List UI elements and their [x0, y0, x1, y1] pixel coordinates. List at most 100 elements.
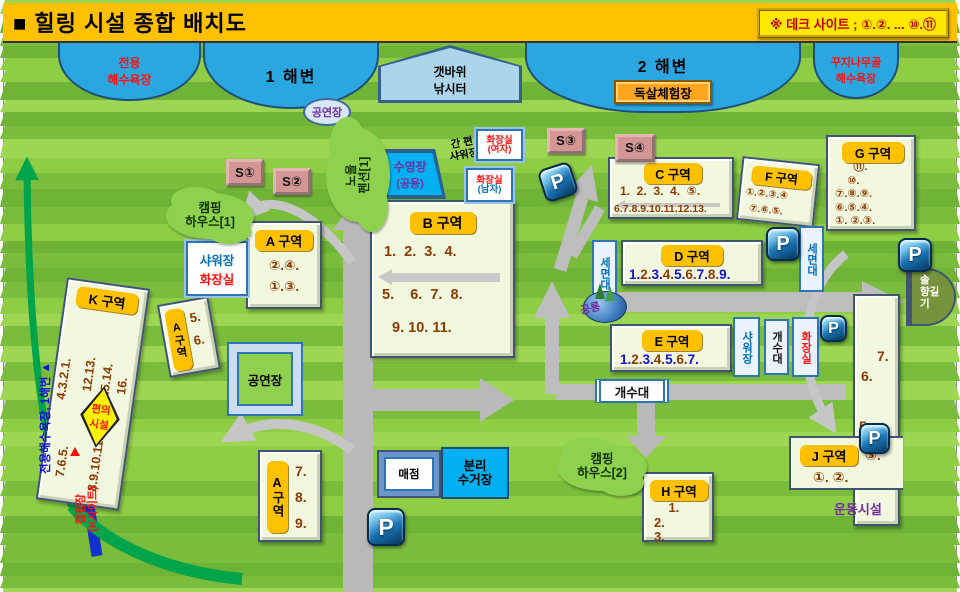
zone-g-row: ⑦.⑧.⑨. [835, 188, 873, 200]
beach-1-label: 1 해변 [265, 69, 317, 86]
private-beach-label: 전용 [118, 56, 141, 70]
washstand-right: 세면대 [799, 226, 824, 292]
camp-route-l1: 캠핑장 [75, 493, 87, 525]
zone-c-row: 6.7.8.9.10.11.12.13. [614, 203, 707, 215]
page-title: ■ 힐링 시설 종합 배치도 [13, 11, 247, 36]
convenience-facility: 편의 시설 [76, 384, 124, 451]
zone-f-row: ①.②.③.④ [745, 186, 789, 203]
zone-c-arrow-icon [616, 200, 625, 210]
store-box: 매점 [377, 450, 441, 498]
recycle-label2: 수거장 [457, 473, 493, 487]
site-marker-s4: S④ [615, 134, 655, 162]
kkuji-beach-label: 꾸지나무골 [830, 57, 882, 69]
pine-trail-label3: 기 [920, 298, 930, 311]
restroom-women: 화장실 (여자) [474, 127, 525, 163]
pine-trail: 솔 향길 기 [906, 268, 956, 326]
tree-icon [0, 112, 960, 126]
shower-vertical-label: 샤워장 [740, 330, 753, 364]
camping-house2-label: 캠핑 [590, 452, 614, 467]
zone-c-row: 1. 2. 3. 4. ⑤. [620, 184, 701, 198]
restroom-vertical-label: 화장실 [799, 330, 812, 364]
kkuji-beach-label2: 해수욕장 [835, 73, 877, 85]
doksal-experience: 독살체험장 [614, 80, 712, 104]
parking-icon: P [859, 423, 890, 454]
green-route-tail [67, 501, 243, 585]
zone-f-row: ⑦.⑥.⑤. [748, 203, 784, 218]
camping-house1-label2: 하우스[1] [185, 215, 235, 229]
shower-label: 샤워장 [199, 253, 235, 268]
zone-g-header: G 구역 [842, 142, 904, 163]
camping-house1-label: 캠핑 [198, 201, 222, 216]
stage-circle-label: 공연장 [311, 107, 343, 119]
arc-to-a-zone [240, 190, 356, 265]
pool-label2: (공용) [396, 177, 424, 190]
restroom-men: 화장실 (남자) [464, 166, 515, 204]
tree-icon [0, 563, 960, 576]
zone-a-header: A 구역 [255, 230, 313, 251]
road-v-stroke [567, 205, 605, 259]
zone-b-arrow-bar [392, 273, 500, 282]
camp-route-arrow-icon [70, 447, 80, 456]
zone-k-num: 7.6.5. [52, 444, 72, 478]
zone-a-main: A 구역 ②.④. ①.③. [246, 221, 322, 309]
washstand-left-label: 세면대 [598, 256, 611, 290]
zone-g-row: ①. ②.③. [835, 215, 876, 227]
zone-b-arrow-icon [378, 269, 392, 285]
dino-tree-icon [605, 286, 615, 301]
site-marker-s3: S③ [547, 128, 585, 154]
tree-icon [0, 516, 960, 533]
dino-tree-icon [595, 283, 605, 299]
zone-j-num: 6. [861, 368, 873, 384]
zone-b-row: 5. 6. 7. 8. [382, 287, 463, 303]
parking-icon: P [898, 238, 932, 272]
deck-site-note: ※ 데크 사이트 ; ①.②. ... ⑩.⑪ [756, 8, 949, 38]
camping-house2-cloud: 캠핑 하우스[2] [557, 437, 647, 497]
zone-a-bottom: A구역 7. 8. 9. [258, 450, 322, 542]
parking-icon: P [820, 315, 847, 342]
convenience-label2: 시설 [88, 417, 110, 433]
arc-bottom-left [220, 412, 355, 455]
zone-a-row: ①.③. [268, 279, 300, 294]
tree-icon [0, 545, 960, 563]
stage-square: 공연장 [227, 342, 303, 416]
sink-vertical-label: 개수대 [770, 330, 783, 364]
zone-h-row: 3. [654, 529, 665, 544]
zone-a-side-num: 6. [192, 331, 206, 349]
site-marker-s1: S① [226, 159, 264, 186]
zone-g-row: ⑥.⑤.④. [835, 201, 873, 214]
restroom-vertical: 화장실 [792, 317, 819, 377]
zone-c-header: C 구역 [644, 163, 702, 184]
restroom-label: 화장실 [199, 272, 235, 287]
shower-vertical: 샤워장 [733, 317, 760, 377]
zone-a-bottom-header: A구역 [267, 461, 288, 533]
zone-f: F 구역 ①.②.③.④ ⑦.⑥.⑤. [735, 156, 821, 228]
beach-route-label: 전용해수욕장, 1해변 ▲ [40, 362, 52, 475]
stage-square-label: 공연장 [247, 373, 283, 388]
zone-d-numbers: 1.2.3.4.5.6.7.8.9. [629, 267, 731, 282]
zone-a-row: ②.④. [268, 258, 300, 273]
zone-g-row: ⑩. [835, 174, 860, 187]
shower-restroom-box: 샤워장 화장실 [184, 239, 250, 298]
parking-icon: P [766, 227, 800, 261]
camp-route-label: 캠핑장 (K사이트) [75, 457, 101, 561]
zone-j-column: 7. 6. 5. 4. [853, 294, 900, 526]
zone-b: B 구역 1. 2. 3. 4. 5. 6. 7. 8. 9. 10. 11. [370, 200, 515, 358]
pension-label: 노을 [343, 163, 358, 187]
zone-h: H 구역 1. 2. 3. [642, 472, 714, 544]
zone-c-arrow-bar [624, 203, 720, 207]
zone-j-header: J 구역 [800, 445, 858, 466]
restroom-men-label2: (남자) [477, 184, 502, 195]
zone-d: D 구역 1.2.3.4.5.6.7.8.9. [621, 240, 763, 286]
zone-b-row: 1. 2. 3. 4. [384, 244, 457, 260]
zone-k-header: K 구역 [74, 285, 140, 316]
zone-a-bottom-num: 7. [295, 463, 307, 479]
zone-j-num: 7. [877, 348, 889, 364]
tree-icon [0, 588, 960, 592]
restroom-men-label: 화장실 [476, 174, 503, 186]
zone-k-num: 4.3.2.1. [53, 357, 74, 401]
sunset-pension-cloud: 노을 펜션[1] [326, 116, 390, 233]
zone-j-row: ①. ②. [813, 469, 849, 485]
pine-trail-label: 솔 [920, 274, 930, 286]
camping-house1-cloud: 캠핑 하우스[1] [166, 187, 254, 245]
